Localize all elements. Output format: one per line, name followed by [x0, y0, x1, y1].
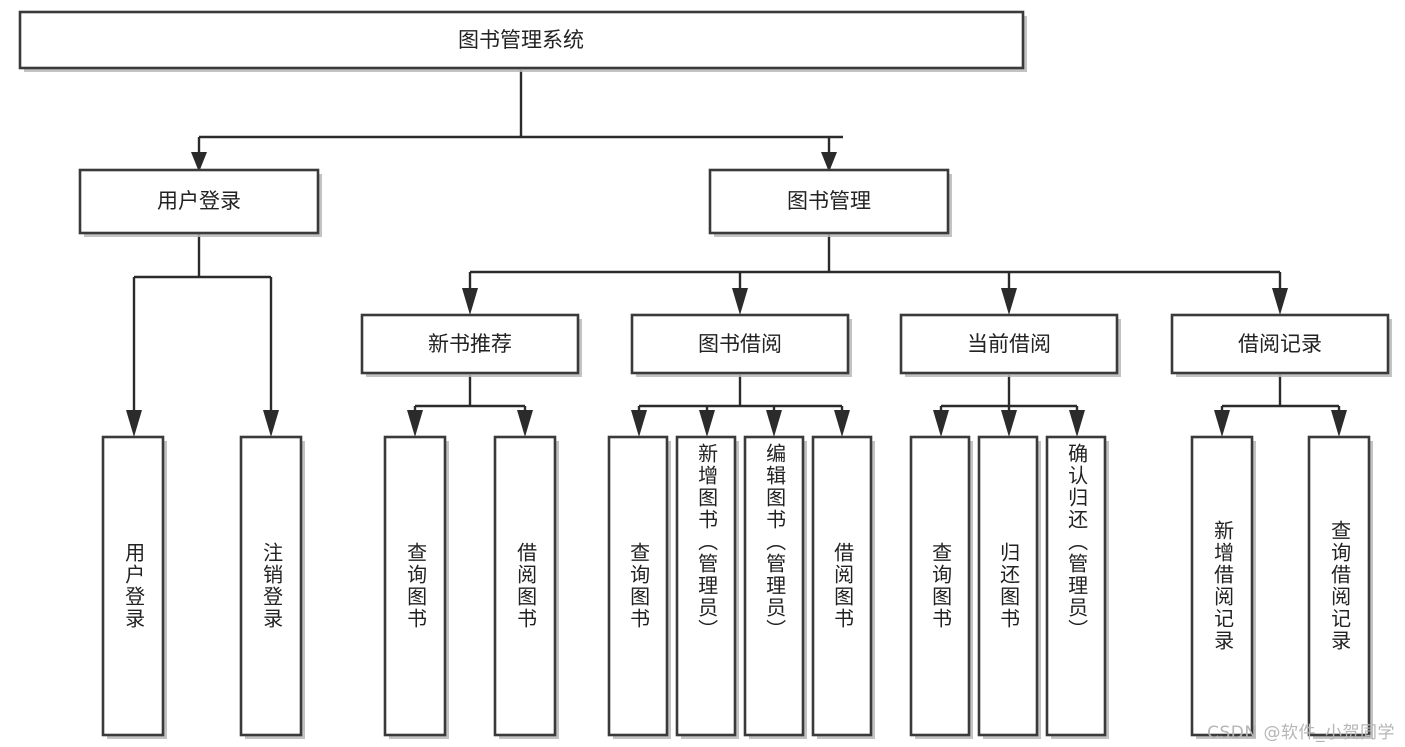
arrow-login-leaf-2 — [263, 410, 279, 437]
leaf-box-10[interactable] — [977, 435, 1039, 737]
leaf-box-13[interactable] — [1307, 435, 1371, 737]
node-newbook[interactable]: 新书推荐 — [360, 313, 582, 377]
arrow-borrow-leaf-7 — [766, 410, 782, 437]
node-bookmgmt-label: 图书管理 — [787, 189, 871, 213]
node-root-label: 图书管理系统 — [458, 28, 584, 52]
leaf-box-5[interactable] — [607, 435, 669, 737]
arrow-root-to-login — [191, 152, 207, 172]
arrow-records-leaf-13 — [1331, 410, 1347, 437]
arrow-bookmgmt-records — [1272, 288, 1288, 315]
arrow-bookmgmt-newbook — [462, 288, 478, 315]
node-records[interactable]: 借阅记录 — [1170, 313, 1392, 377]
node-login[interactable]: 用户登录 — [78, 168, 322, 237]
leaf-box-3[interactable] — [383, 435, 447, 737]
arrow-bookmgmt-borrow — [732, 288, 748, 315]
leaf-box-12[interactable] — [1190, 435, 1254, 737]
node-borrow-label: 图书借阅 — [698, 332, 782, 356]
arrow-current-leaf-11 — [1069, 410, 1085, 437]
node-current[interactable]: 当前借阅 — [899, 313, 1121, 377]
arrow-current-leaf-10 — [1001, 410, 1017, 437]
node-newbook-label: 新书推荐 — [428, 332, 512, 356]
leaf-box-1[interactable] — [101, 435, 165, 737]
leaf-box-layer — [101, 435, 1373, 739]
arrow-bookmgmt-current — [1001, 288, 1017, 315]
node-current-label: 当前借阅 — [967, 332, 1051, 356]
leaf-box-6[interactable] — [675, 435, 737, 737]
watermark: CSDN @软件_小贺同学 — [1207, 723, 1395, 743]
node-root[interactable]: 图书管理系统 — [18, 10, 1027, 72]
arrow-newbook-leaf-4 — [517, 410, 533, 437]
leaf-box-8[interactable] — [811, 435, 873, 737]
leaf-box-9[interactable] — [909, 435, 971, 737]
leaf-box-7[interactable] — [743, 435, 805, 737]
leaf-box-11[interactable] — [1045, 435, 1107, 737]
arrow-login-leaf-1 — [126, 410, 142, 437]
arrow-root-to-bookmgmt — [821, 152, 837, 172]
node-login-label: 用户登录 — [157, 189, 241, 213]
arrow-borrow-leaf-6 — [699, 410, 715, 437]
arrow-records-leaf-12 — [1214, 410, 1230, 437]
leaf-box-2[interactable] — [239, 435, 303, 737]
arrow-borrow-leaf-5 — [631, 410, 647, 437]
node-bookmgmt[interactable]: 图书管理 — [708, 168, 952, 237]
node-records-label: 借阅记录 — [1238, 332, 1322, 356]
leaf-box-4[interactable] — [493, 435, 557, 737]
arrow-borrow-leaf-8 — [834, 410, 850, 437]
arrow-newbook-leaf-3 — [407, 410, 423, 437]
connector-layer — [126, 70, 1347, 437]
arrow-current-leaf-9 — [933, 410, 949, 437]
node-borrow[interactable]: 图书借阅 — [630, 313, 852, 377]
